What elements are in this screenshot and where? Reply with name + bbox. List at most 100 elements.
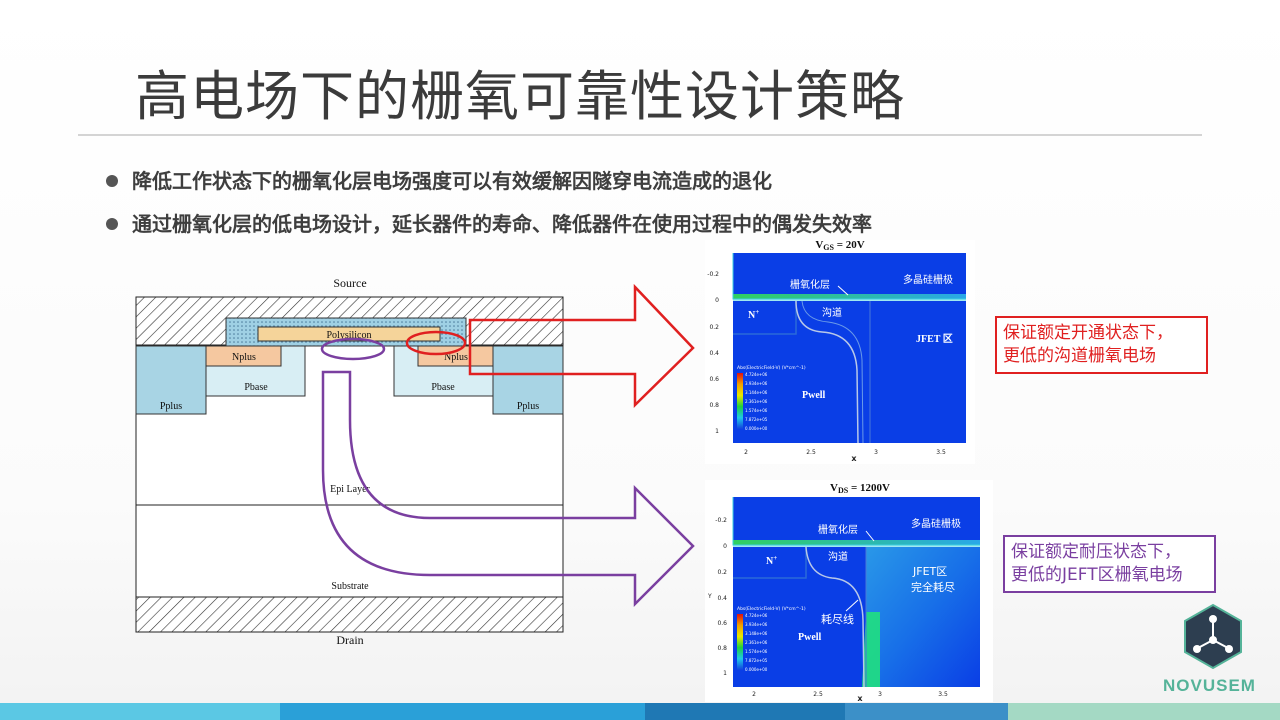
epi-label: Epi Layer <box>330 484 370 495</box>
sim-top-legend-value: 7.872e+05 <box>745 417 768 422</box>
sim-top-n-label: N+ <box>748 308 759 321</box>
sim-top-xtick: 3 <box>874 449 878 456</box>
sim-top-xtick: 3.5 <box>936 449 946 456</box>
channel-note-line-2: 更低的沟道栅氧电场 <box>1003 346 1156 366</box>
sim-top-nplus-outline <box>733 301 797 335</box>
jfet-note-callout: 保证额定耐压状态下， 更低的JEFT区栅氧电场 <box>1003 535 1216 593</box>
sim-top-xticks: 2 2.5 3 3.5 <box>744 449 946 456</box>
nplus-right-label: Nplus <box>444 352 468 363</box>
sim-bottom-n-label: N+ <box>766 554 777 567</box>
pplus-right-label: Pplus <box>517 401 539 412</box>
purple-arrow <box>321 370 695 608</box>
sim-top-legend-value: 4.724e+06 <box>745 372 768 377</box>
sim-bottom-legend-values: 4.724e+06 3.934e+06 3.148e+06 2.361e+06 … <box>745 613 768 672</box>
sim-bottom-ytick: 0.8 <box>717 645 727 652</box>
sim-bottom-legend-value: 2.361e+06 <box>745 640 768 645</box>
sim-bottom-xticks: 2 2.5 3 3.5 <box>752 691 948 698</box>
sim-bottom-ytick: 1 <box>723 670 727 677</box>
sim-bottom-legend-value: 7.872e+05 <box>745 658 768 663</box>
sim-bottom-legend-value: 1.574e+06 <box>745 649 768 654</box>
sim-bottom-legend-title: Abs(ElectricField-V) (V*cm^-1) <box>737 606 806 612</box>
sim-top-legend-value: 3.934e+06 <box>745 381 768 386</box>
sim-bottom-title: VDS = 1200V <box>830 482 890 495</box>
sim-top-title: VGS = 20V <box>815 239 864 252</box>
sim-top-channel-label: 沟道 <box>822 306 842 319</box>
pplus-left <box>135 345 207 415</box>
sim-top-oxide-band <box>733 294 966 299</box>
nplus-right <box>417 345 494 367</box>
sim-bottom-jfet-label: JFET区 <box>912 565 947 578</box>
channel-note-callout: 保证额定开通状态下， 更低的沟道栅氧电场 <box>995 316 1208 374</box>
bullet-1-text: 降低工作状态下的栅氧化层电场强度可以有效缓解因隧穿电流造成的退化 <box>132 169 772 193</box>
sim-top-oxide-edge <box>733 299 966 301</box>
sim-top-oxide-pointer <box>837 285 849 296</box>
page-title: 高电场下的栅氧可靠性设计策略 <box>135 65 905 128</box>
jfet-note-line-1: 保证额定耐压状态下， <box>1011 542 1181 562</box>
sim-top-jfet-label: JFET 区 <box>916 333 953 345</box>
sim-top-legend-value: 1.574e+06 <box>745 408 768 413</box>
sim-bottom-channel-label: 沟道 <box>828 550 848 563</box>
bullet-2-text: 通过栅氧化层的低电场设计，延长器件的寿命、降低器件在使用过程中的偶发失效率 <box>132 212 872 236</box>
sim-top-ytick: 0.2 <box>709 324 719 331</box>
sim-top-junction-line <box>795 300 859 444</box>
sim-bottom-jfet-field <box>866 546 980 687</box>
sim-bottom-ytick: -0.2 <box>715 517 727 524</box>
sim-top-xtick: 2 <box>744 449 748 456</box>
footer-bar <box>0 703 1280 720</box>
sim-top-ytick: 0.6 <box>709 376 719 383</box>
sim-bottom-legend-value: 3.934e+06 <box>745 622 768 627</box>
mosfet-cross-section: Source Drain Polysilicon Pplus Pbase Npl… <box>135 276 564 647</box>
polysilicon-label: Polysilicon <box>326 330 371 341</box>
novusem-logo-icon <box>1184 603 1242 670</box>
sim-bottom-nplus-outline <box>733 547 807 579</box>
footer-segment <box>1008 703 1280 720</box>
sim-top-oxide-label: 栅氧化层 <box>790 278 830 291</box>
sim-top-ytick: 0.8 <box>709 402 719 409</box>
sim-top-panel: VGS = 20V 栅氧化层 多晶硅栅极 N+ 沟道 JFET 区 Pwell … <box>705 239 975 464</box>
sim-bottom-poly-label: 多晶硅栅极 <box>911 517 961 530</box>
source-label: Source <box>333 276 366 290</box>
sim-top-ytick: 1 <box>715 428 719 435</box>
sim-top-legend-title: Abs(ElectricField-V) (V*cm^-1) <box>737 365 806 371</box>
sim-bottom-oxide-pointer <box>865 530 875 542</box>
polysilicon-gate <box>257 326 441 342</box>
sim-bottom-oxide-band <box>733 540 980 545</box>
sim-bottom-ytick: 0.2 <box>717 569 727 576</box>
red-arrow <box>468 283 695 408</box>
sim-bottom-depletion-line <box>805 546 865 688</box>
sim-bottom-ytick: 0.6 <box>717 620 727 627</box>
sim-top-legend-value: 0.000e+00 <box>745 426 768 431</box>
brand-name: NOVUSEM <box>1163 676 1256 695</box>
bullet-2: 通过栅氧化层的低电场设计，延长器件的寿命、降低器件在使用过程中的偶发失效率 <box>106 208 872 237</box>
sim-bottom-legend-value: 0.000e+00 <box>745 667 768 672</box>
sim-bottom-depletion-label: 耗尽线 <box>821 612 854 626</box>
sim-bottom-legend-value: 3.148e+06 <box>745 631 768 636</box>
sim-bottom-oxide-label: 栅氧化层 <box>818 523 858 536</box>
sim-top-poly-outline <box>732 253 966 300</box>
sim-bottom-xtick: 3 <box>878 691 882 698</box>
footer-segment <box>280 703 645 720</box>
channel-note-line-1: 保证额定开通状态下， <box>1003 323 1173 343</box>
channel-highlight-ellipse <box>405 330 467 356</box>
sim-top-field <box>733 253 966 443</box>
drain-metal <box>135 596 564 633</box>
pplus-left-label: Pplus <box>160 401 182 412</box>
sim-top-ytick: 0 <box>715 297 719 304</box>
sim-bottom-xtick: 3.5 <box>938 691 948 698</box>
footer-segment <box>645 703 845 720</box>
sim-top-pwell-label: Pwell <box>802 390 826 401</box>
drain-label: Drain <box>336 633 363 647</box>
sim-top-ytick: -0.2 <box>707 271 719 278</box>
nplus-left <box>205 345 282 367</box>
sim-top-xlabel: x <box>851 454 857 463</box>
pbase-left-label: Pbase <box>244 382 268 393</box>
substrate-region <box>135 504 564 598</box>
sim-bottom-pwell-label: Pwell <box>798 632 822 643</box>
sim-top-legend-bar <box>737 373 743 429</box>
sim-bottom-ytick: 0 <box>723 543 727 550</box>
sim-top-legend-value: 2.361e+06 <box>745 399 768 404</box>
sim-top-legend-value: 3.144e+06 <box>745 390 768 395</box>
pplus-right <box>492 345 564 415</box>
sim-bottom-ytick: 0.4 <box>717 595 727 602</box>
